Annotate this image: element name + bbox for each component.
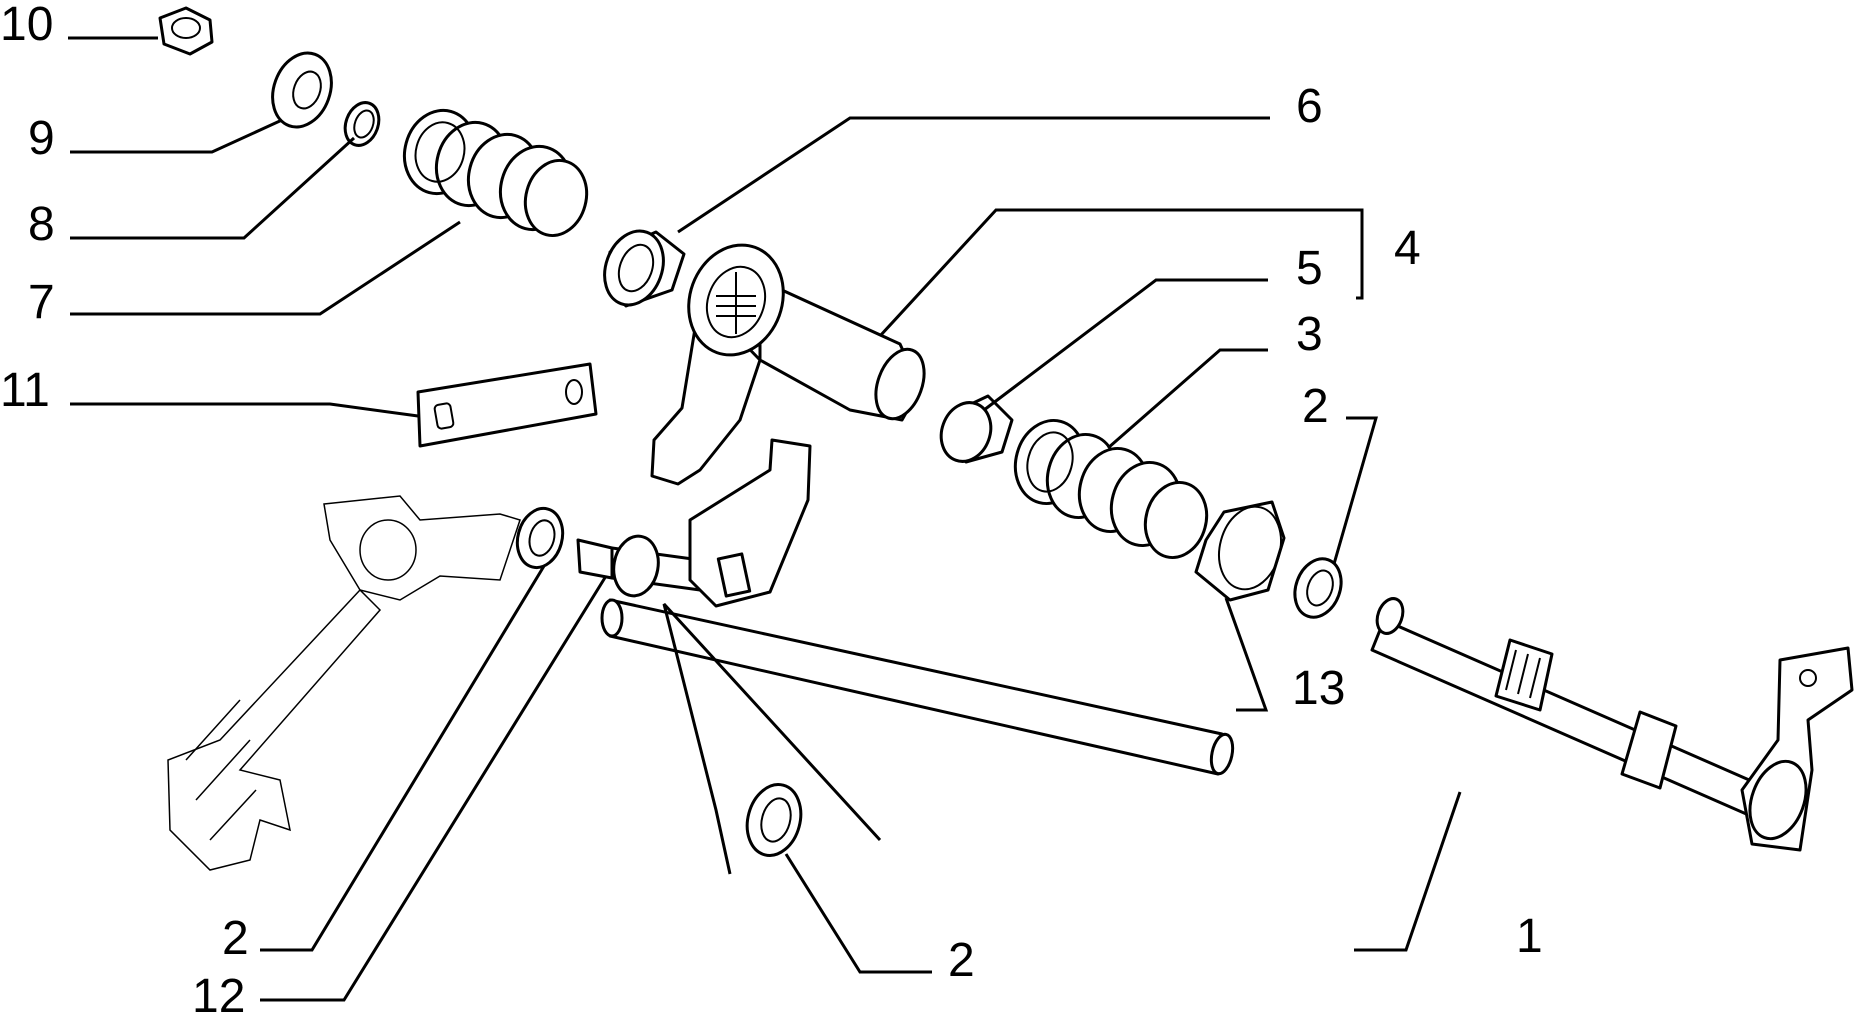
- callout-4: 4: [1394, 222, 1421, 275]
- callout-2-bottom: 2: [948, 934, 975, 987]
- part-6-bushing: [603, 229, 686, 308]
- part-11-plate: [416, 362, 598, 448]
- part-2-ring-center: [515, 506, 565, 570]
- part-1-shaft: [1370, 597, 1854, 852]
- callout-9: 9: [28, 112, 55, 165]
- part-13-sleeve: [1194, 500, 1286, 602]
- callout-7: 7: [28, 276, 55, 329]
- callout-labels: 10 9 8 7 11 6 5 4 3 2 13 1 2 12 2: [0, 0, 1543, 1017]
- part-8-ring: [343, 101, 381, 147]
- rod: [600, 598, 1235, 776]
- callout-10: 10: [0, 0, 53, 51]
- part-7-spring: [402, 108, 589, 238]
- callout-2-left: 2: [222, 912, 249, 965]
- part-10-nut: [158, 6, 214, 56]
- shift-fork-ghost: [167, 495, 521, 871]
- callout-5: 5: [1296, 242, 1323, 295]
- callout-8: 8: [28, 198, 55, 251]
- callout-3: 3: [1296, 308, 1323, 361]
- part-9-washer: [271, 51, 333, 129]
- callout-11: 11: [0, 364, 50, 417]
- callout-2-right: 2: [1302, 380, 1329, 433]
- callout-1: 1: [1516, 910, 1543, 963]
- part-12-selector-lever: [576, 438, 812, 608]
- part-5-bushing: [939, 394, 1014, 464]
- callout-13: 13: [1292, 662, 1345, 715]
- part-4-lever: [650, 243, 926, 486]
- part-3-spring: [1013, 418, 1209, 560]
- leader-lines: [68, 36, 1462, 1002]
- part-2-ring-right: [1293, 557, 1343, 619]
- part-2-ring-bottom: [745, 783, 803, 857]
- callout-6: 6: [1296, 80, 1323, 133]
- callout-12: 12: [192, 970, 245, 1017]
